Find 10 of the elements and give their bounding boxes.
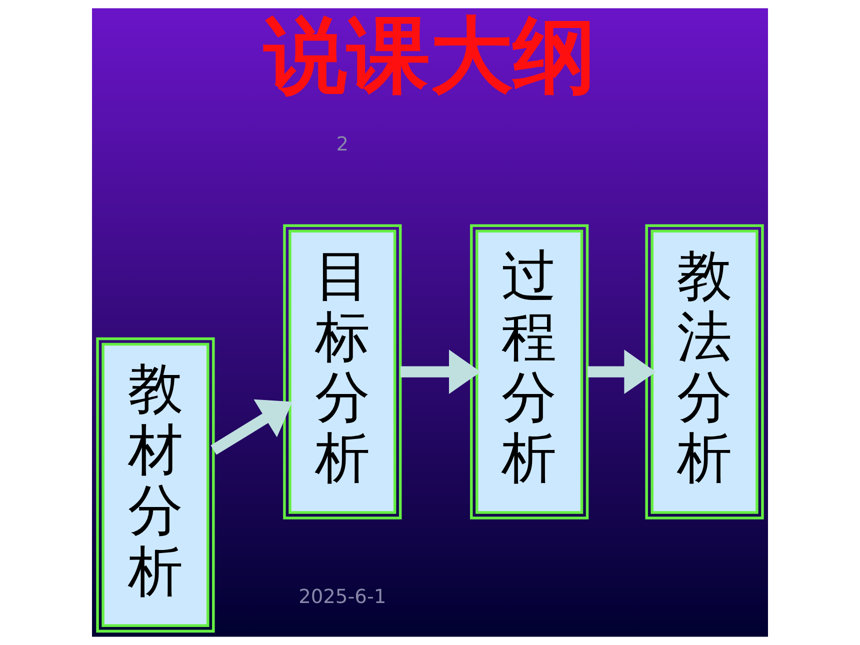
node-box: 目标分析 xyxy=(283,224,402,520)
arrow xyxy=(210,399,292,455)
arrow xyxy=(400,350,481,394)
node-box: 教材分析 xyxy=(96,337,215,633)
label: 2025-6-1 xyxy=(298,585,386,608)
arrow xyxy=(588,350,656,394)
diagram-title: 说课大纲 xyxy=(264,7,596,104)
node-box: 过程分析 xyxy=(470,224,589,520)
node-box: 教法分析 xyxy=(645,224,764,520)
label: 2 xyxy=(336,132,349,156)
